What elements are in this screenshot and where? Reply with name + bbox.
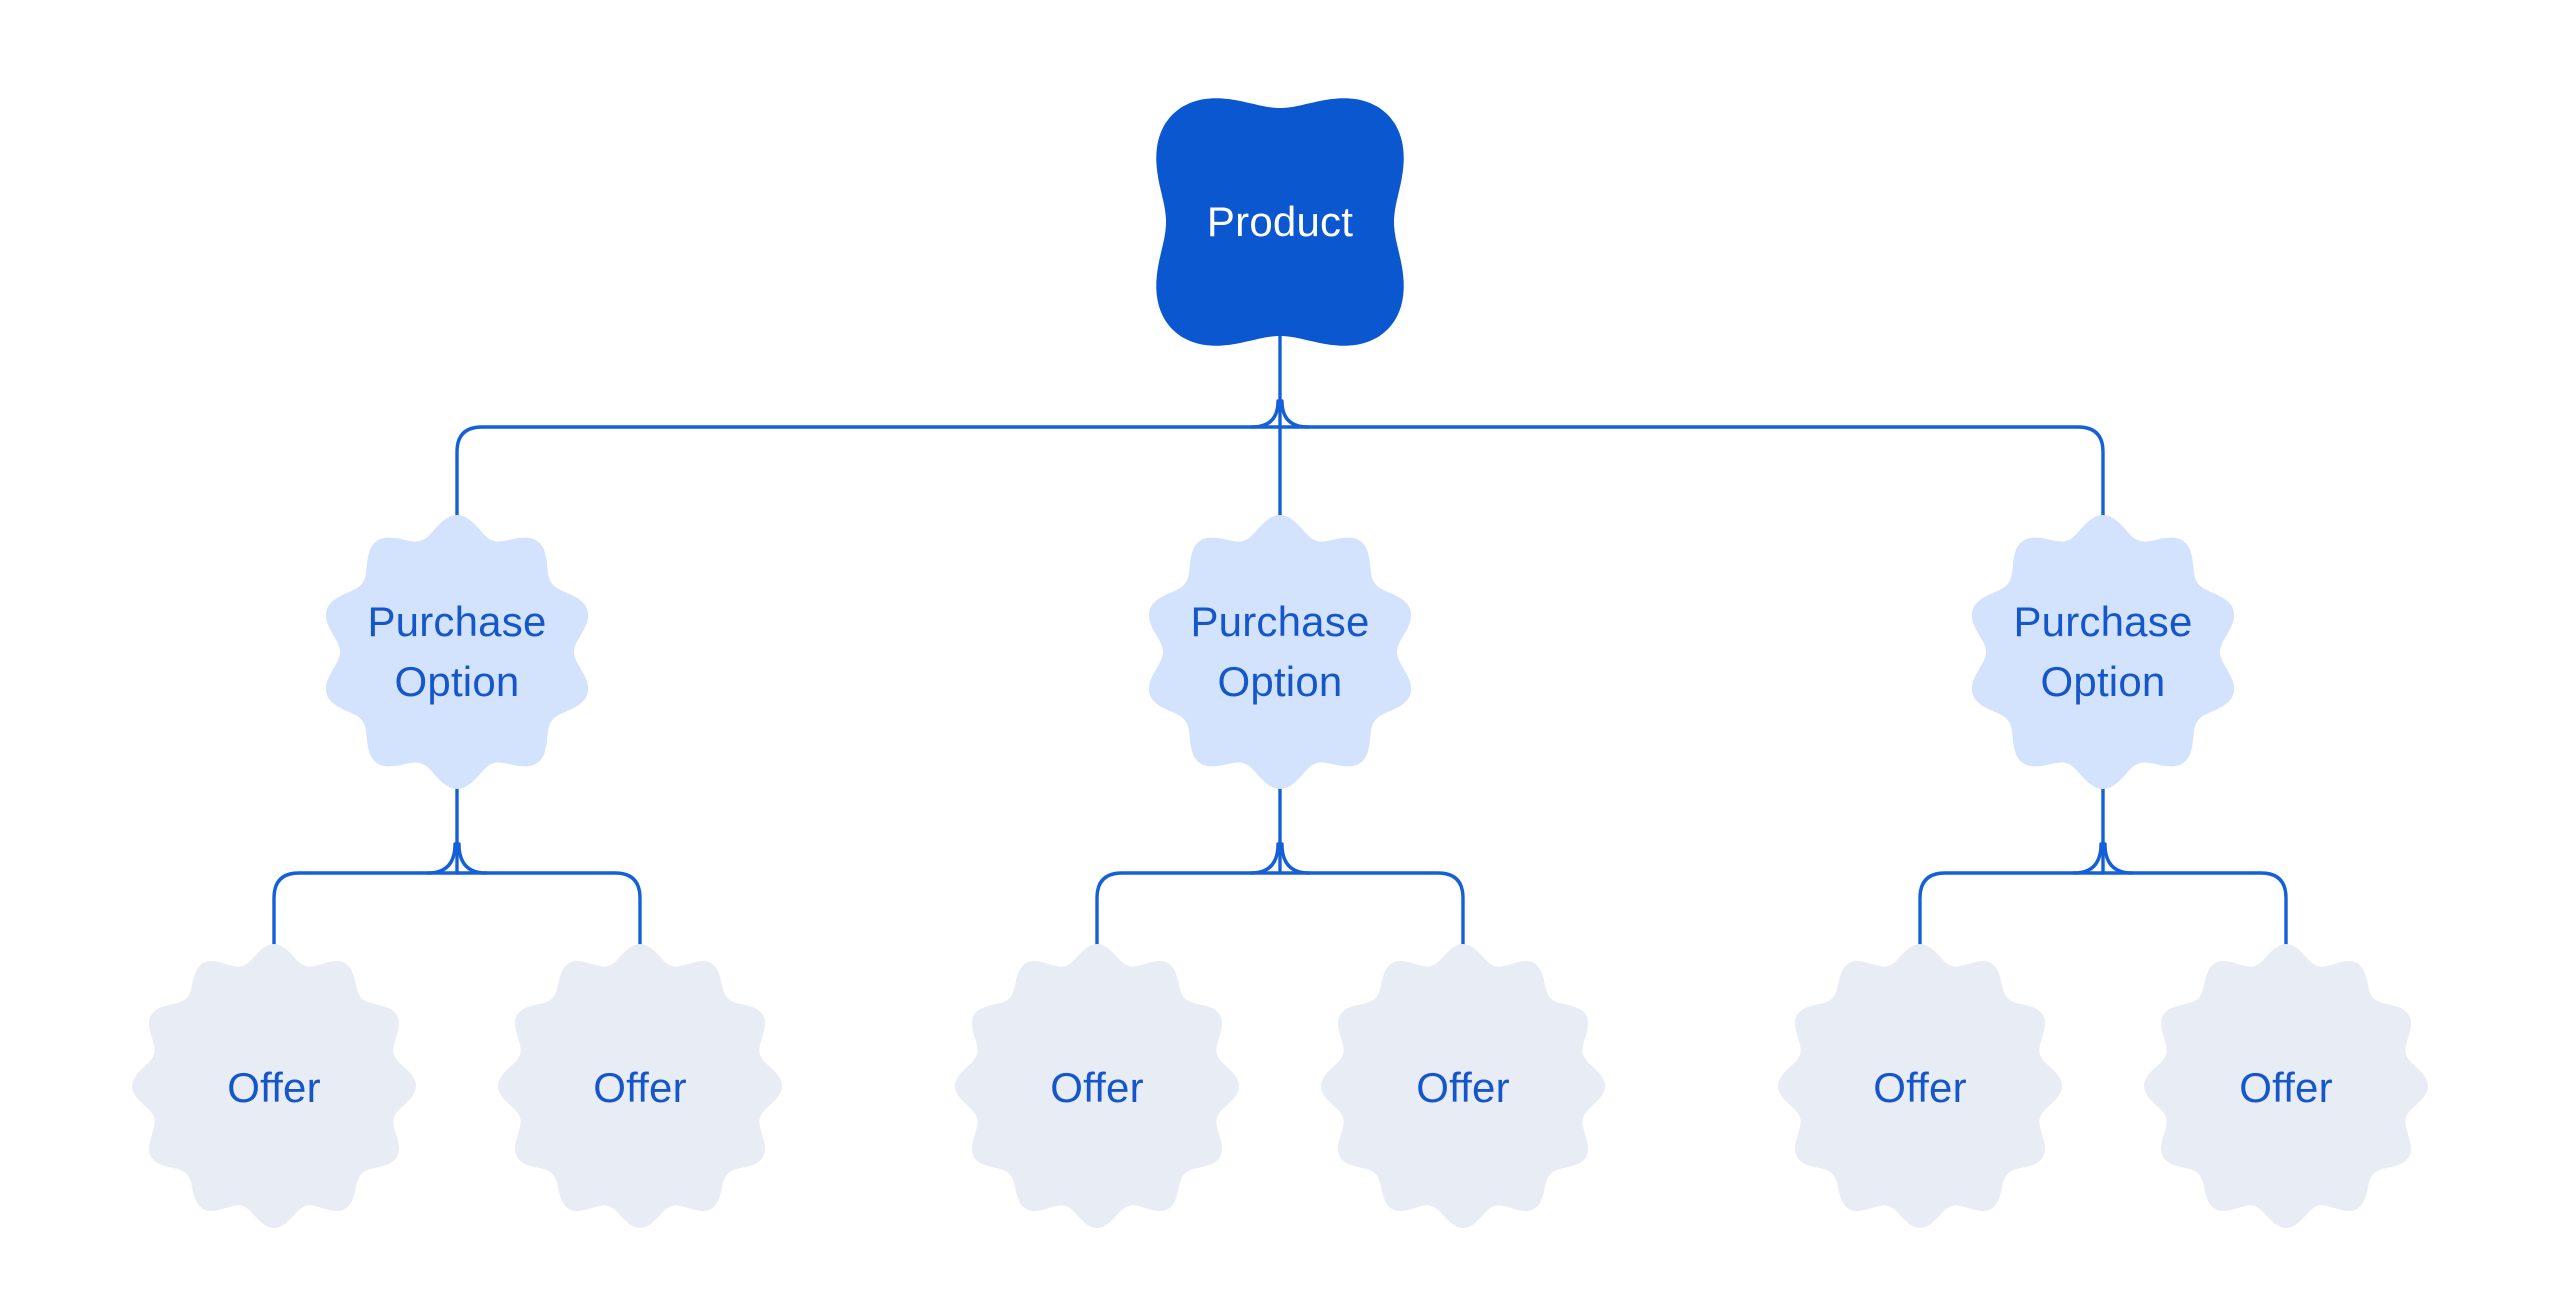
connector-junction-fillet xyxy=(1249,842,1280,875)
offer-node-shape xyxy=(498,944,782,1228)
connector-junction-fillet xyxy=(2072,842,2103,875)
offer-node-shape xyxy=(132,944,416,1228)
offer-node-shape xyxy=(1778,944,2062,1228)
connector-junction-fillet xyxy=(1250,399,1280,429)
product-node-shape xyxy=(1156,98,1404,346)
purchase-option-node-shape xyxy=(1148,515,1412,789)
connector-junction-fillet xyxy=(457,842,488,875)
offer-node-shape xyxy=(1321,944,1605,1228)
offer-node-shape xyxy=(2144,944,2428,1228)
connector-junction-fillet xyxy=(1280,842,1311,875)
connector-junction-fillet xyxy=(2103,842,2134,875)
connector-junction-fillet xyxy=(426,842,457,875)
purchase-option-node-shape xyxy=(1971,515,2235,789)
offer-node-shape xyxy=(955,944,1239,1228)
connector-junction-fillet xyxy=(1280,399,1310,429)
purchase-option-node-shape xyxy=(325,515,589,789)
